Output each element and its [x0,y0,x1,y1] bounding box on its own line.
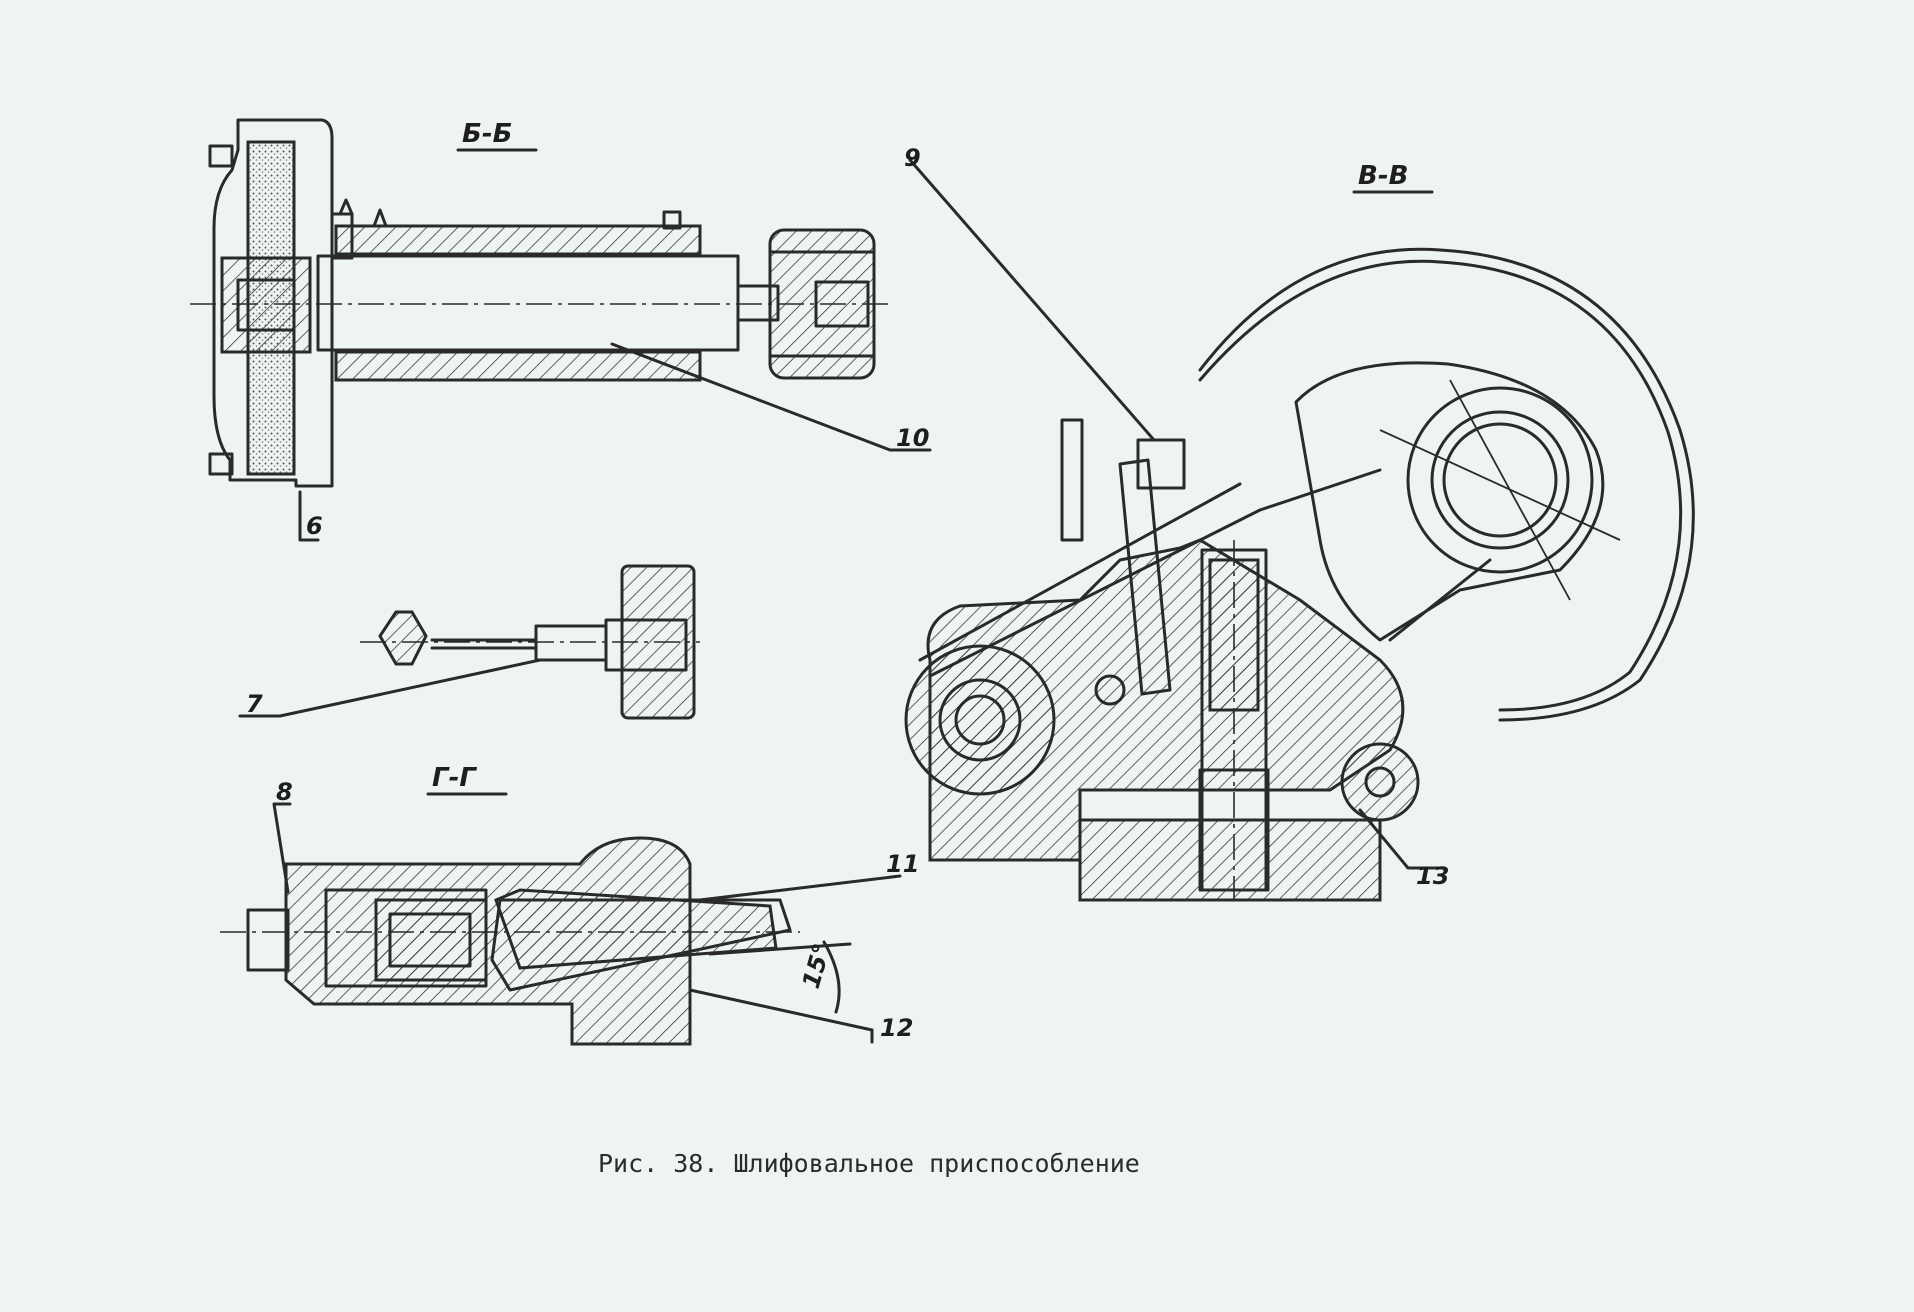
section-gg-view [220,802,902,1046]
callout-6: 6 [306,512,323,540]
section-title-vv: В-В [1358,161,1408,191]
callout-11: 11 [886,850,919,878]
section-bb-view [190,118,932,542]
section-titles: Б-Б В-В Г-Г [426,119,1434,796]
section-title-gg: Г-Г [432,763,477,793]
callout-10: 10 [896,424,929,452]
section-vv-view [904,158,1695,902]
callout-8: 8 [276,778,293,806]
detail-7-view [238,564,700,720]
callout-7: 7 [246,690,263,718]
figure-caption: Рис. 38. Шлифовальное приспособление [598,1149,1140,1178]
callout-12: 12 [880,1014,913,1042]
callout-13: 13 [1416,862,1449,890]
section-title-bb: Б-Б [462,119,512,149]
callout-9: 9 [904,144,921,172]
